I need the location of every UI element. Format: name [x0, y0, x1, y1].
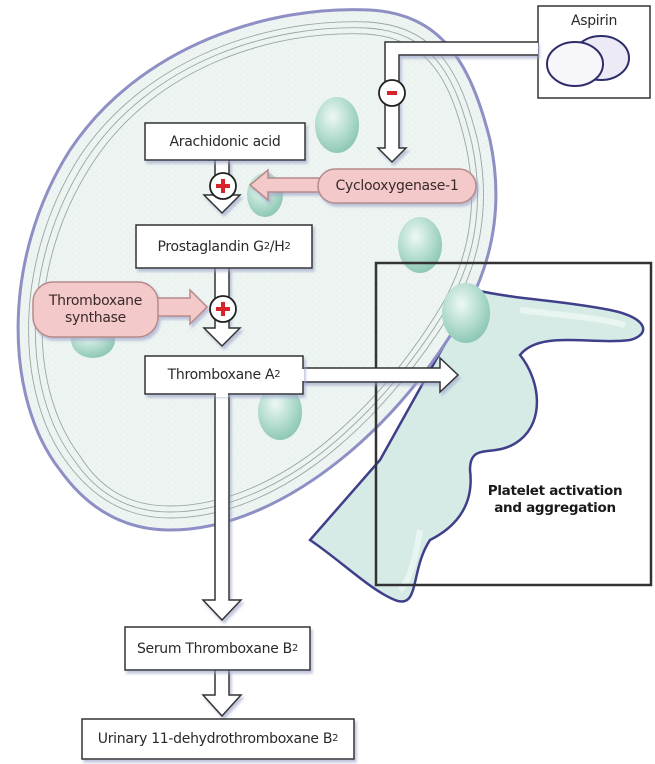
thromboxane-synthase-enzyme: [32, 281, 209, 338]
granule: [258, 384, 302, 440]
aspirin-tablets-icon: [546, 35, 630, 87]
cox1-pill: [317, 168, 477, 204]
minus-icon: [387, 91, 397, 95]
pseudopod-shape: [308, 288, 645, 603]
stimulation-circle-synthase: [209, 295, 237, 323]
granule: [398, 217, 442, 273]
stimulation-circle-cox: [209, 172, 237, 200]
thromboxane-synthase-label: Thromboxane synthase: [48, 292, 143, 326]
granule: [442, 283, 490, 343]
flow-arrow-txb2-to-urinary: [201, 670, 243, 718]
platelet-activation-box: [374, 261, 653, 587]
urinary-box: [81, 718, 355, 760]
aspirin-label: Aspirin: [570, 13, 618, 29]
synthase-pill: [32, 281, 159, 338]
flow-arrow-txa2-to-txb2: [201, 394, 243, 622]
arachidonic-acid-box: [144, 122, 306, 161]
serum-txb2-box: [124, 626, 311, 671]
cox1-label: Cyclooxygenase-1: [335, 178, 459, 194]
cox1-enzyme: [248, 168, 477, 204]
platelet-pseudopods: [308, 288, 645, 603]
platelet-activation-label: Platelet activation and aggregation: [487, 483, 623, 516]
prostaglandin-box: [135, 224, 313, 269]
granule: [315, 97, 359, 153]
arachidonic-acid-label: Arachidonic acid: [169, 133, 281, 150]
thromboxane-a2-box: [144, 355, 304, 395]
flow-arrow-txa2-to-activation: [300, 356, 460, 394]
